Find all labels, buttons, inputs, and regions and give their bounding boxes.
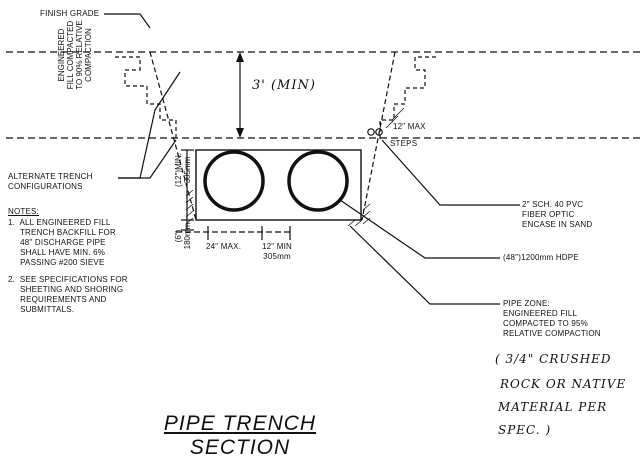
depth-arrow-top: [236, 52, 244, 62]
pipe-zone-label: PIPE ZONE: ENGINEERED FILL COMPACTED TO …: [503, 299, 601, 338]
note-2: 2. SEE SPECIFICATIONS FOR SHEETING AND S…: [8, 275, 128, 314]
left-slope-line: [149, 51, 197, 221]
steps-label: STEPS: [390, 139, 418, 148]
hdpe-label: (48")1200mm HDPE: [503, 253, 579, 262]
right-slope-line: [361, 51, 396, 221]
dim-12-min-horiz-label: 12" MIN 305mm: [262, 242, 293, 261]
handwritten-note-line-3: MATERIAL PER: [498, 400, 608, 414]
pipe-zone-leader: [349, 225, 500, 305]
title-line-1: PIPE TRENCH: [163, 412, 317, 435]
dim-24-max-label: 24" MAX.: [206, 242, 242, 251]
pvc-label: 2" SCH. 40 PVC FIBER OPTIC ENCASE IN SAN…: [522, 200, 593, 229]
title-line-2: SECTION: [189, 436, 291, 459]
dim-12-min-vert-label: (12")MIN. 305mm: [174, 153, 192, 187]
finish-grade-leader: [104, 13, 151, 29]
handwritten-note-line-4: SPEC. ): [498, 423, 552, 437]
depth-label: 3' (MIN): [252, 78, 316, 93]
handwritten-note-line-2: ROCK OR NATIVE: [500, 377, 627, 391]
depth-arrow-bottom: [236, 128, 244, 138]
finish-grade-label: FINISH GRADE: [40, 9, 100, 18]
right-steps-outline: [379, 56, 436, 140]
dim-6-vert-label: (6") 180mm: [174, 222, 192, 250]
note-1: 1. ALL ENGINEERED FILL TRENCH BACKFILL F…: [8, 218, 116, 267]
trench-box: [195, 149, 362, 221]
max-12-label: 12" MAX: [393, 122, 426, 131]
left-steps-outline: [115, 56, 177, 140]
engineered-fill-label: ENGINEERED FILL COMPACTED TO 90% RELATIV…: [57, 20, 93, 90]
hdpe-leader: [339, 199, 500, 259]
pipe-left: [203, 150, 265, 212]
pvc-leader: [381, 139, 520, 206]
conduit-2: [375, 128, 383, 136]
alternate-trench-label: ALTERNATE TRENCH CONFIGURATIONS: [8, 172, 93, 191]
alternate-trench-leader-2: [118, 71, 181, 179]
notes-heading: NOTES:: [8, 207, 39, 216]
conduit-1: [367, 128, 375, 136]
pipe-right: [287, 150, 349, 212]
handwritten-note-line-1: ( 3/4" CRUSHED: [495, 352, 612, 366]
